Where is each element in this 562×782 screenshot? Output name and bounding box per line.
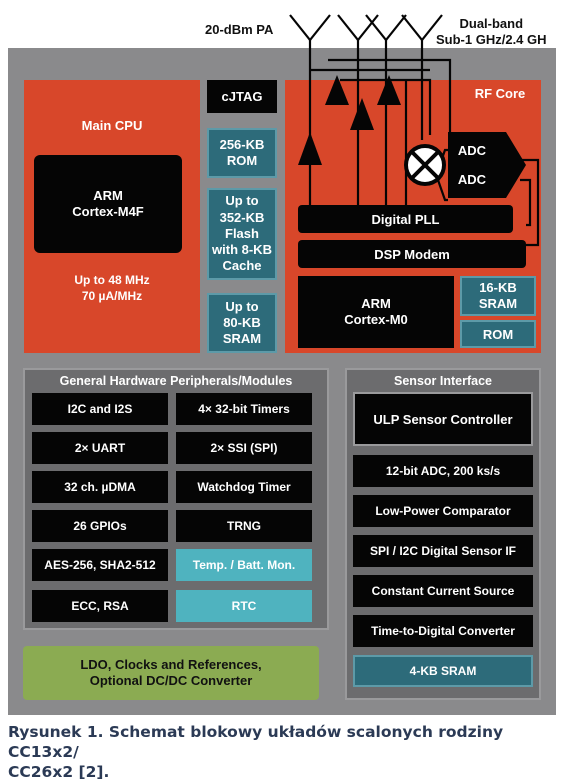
flash-block: Up to 352-KB Flash with 8-KB Cache xyxy=(207,188,277,280)
band-label: Dual-band Sub-1 GHz/2.4 GH xyxy=(436,16,547,47)
main-cpu-specs: Up to 48 MHz 70 µA/MHz xyxy=(74,273,150,304)
dsp-modem-block: DSP Modem xyxy=(298,240,526,268)
rf-signal-path xyxy=(289,14,540,247)
peripheral-uart: 2× UART xyxy=(32,432,168,464)
sensor-tdc: Time-to-Digital Converter xyxy=(353,615,533,647)
rf-rom-block: ROM xyxy=(460,320,536,348)
cortex-m4f-block: ARM Cortex-M4F xyxy=(34,155,182,253)
rf-core-title: RF Core xyxy=(474,86,526,101)
adc-label-1: ADC xyxy=(457,143,487,158)
peripheral-udma: 32 ch. µDMA xyxy=(32,471,168,503)
sram-80kb-block: Up to 80-KB SRAM xyxy=(207,293,277,353)
sensor-comparator: Low-Power Comparator xyxy=(353,495,533,527)
sensor-adc: 12-bit ADC, 200 ks/s xyxy=(353,455,533,487)
peripheral-gpios: 26 GPIOs xyxy=(32,510,168,542)
rom-256kb-block: 256-KB ROM xyxy=(207,128,277,178)
peripheral-timers: 4× 32-bit Timers xyxy=(176,393,312,425)
peripheral-ecc: ECC, RSA xyxy=(32,590,168,622)
sensor-title: Sensor Interface xyxy=(394,374,492,388)
main-cpu-block: Main CPU ARM Cortex-M4F Up to 48 MHz 70 … xyxy=(24,80,200,353)
figure-caption: Rysunek 1. Schemat blokowy układów scalo… xyxy=(8,723,504,782)
peripherals-title: General Hardware Peripherals/Modules xyxy=(59,374,293,388)
main-cpu-title: Main CPU xyxy=(81,118,143,133)
digital-pll-block: Digital PLL xyxy=(298,205,513,233)
peripheral-ssi: 2× SSI (SPI) xyxy=(176,432,312,464)
ldo-clocks-block: LDO, Clocks and References, Optional DC/… xyxy=(23,646,319,700)
adc-label-2: ADC xyxy=(457,172,487,187)
ulp-sensor-controller: ULP Sensor Controller xyxy=(353,392,533,446)
peripheral-rtc: RTC xyxy=(176,590,312,622)
pa-label: 20-dBm PA xyxy=(205,22,274,37)
peripheral-i2c: I2C and I2S xyxy=(32,393,168,425)
sensor-spi-i2c: SPI / I2C Digital Sensor IF xyxy=(353,535,533,567)
peripheral-watchdog: Watchdog Timer xyxy=(176,471,312,503)
cjtag-block: cJTAG xyxy=(207,80,277,113)
sensor-current-source: Constant Current Source xyxy=(353,575,533,607)
sensor-sram: 4-KB SRAM xyxy=(353,655,533,687)
peripheral-trng: TRNG xyxy=(176,510,312,542)
cortex-m0-block: ARM Cortex-M0 xyxy=(298,276,454,348)
sram-16kb-block: 16-KB SRAM xyxy=(460,276,536,316)
peripheral-aes: AES-256, SHA2-512 xyxy=(32,549,168,581)
peripheral-temp-batt: Temp. / Batt. Mon. xyxy=(176,549,312,581)
